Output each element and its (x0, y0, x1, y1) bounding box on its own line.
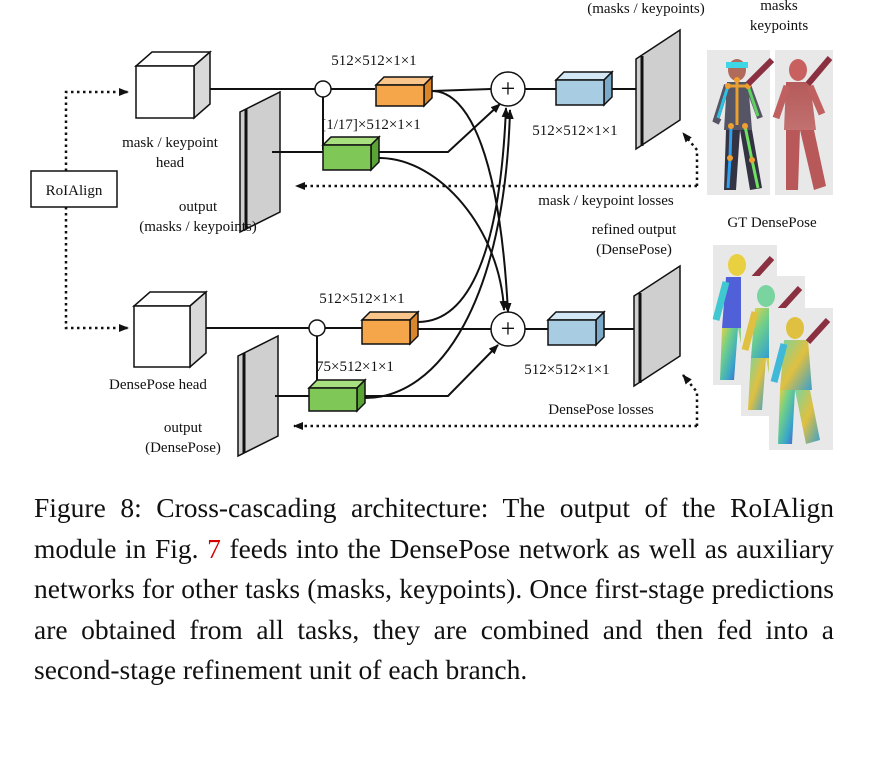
roialign-module: RoIAlign (30, 170, 118, 208)
junction-circle-bottom (308, 319, 326, 337)
blue-refine-block-bottom (546, 310, 606, 347)
figure-reference-link[interactable]: 7 (207, 532, 221, 564)
caption-prefix: Figure 8: Cross-cascading architecture: … (34, 492, 834, 564)
refined-output-label-bottom-line2: (DensePose) (596, 242, 672, 258)
refined-output-label-bottom-line1: refined output (592, 222, 677, 238)
orange-conv-block (374, 75, 434, 108)
output-label-bottom-line1: output (164, 420, 203, 436)
green-conv-block (321, 135, 381, 172)
densepose-head-cube (132, 290, 208, 369)
top-connectors (378, 88, 512, 313)
gt-masks-label: masks (760, 0, 798, 14)
head-label-line1: mask / keypoint (122, 135, 219, 151)
output-label-line2: (masks / keypoints) (139, 219, 257, 235)
bottom-connectors (364, 107, 514, 399)
gt-keypoints-image (707, 50, 775, 195)
output-label-line1: output (179, 199, 218, 215)
refined-output-label: (masks / keypoints) (587, 1, 705, 17)
refined-output-panel (635, 28, 681, 151)
top-loss-arrows (295, 132, 699, 190)
refined-output-panel-bottom (633, 264, 681, 388)
mask-keypoint-head-cube (134, 50, 212, 120)
roialign-connectors (64, 88, 129, 332)
bottom-losses-label: DensePose losses (548, 402, 654, 418)
orange-conv-block-bottom (360, 310, 420, 346)
orange-dim-label-bottom: 512×512×1×1 (319, 291, 404, 307)
orange-dim-label: 512×512×1×1 (331, 53, 416, 69)
green-dim-label-bottom: 75×512×1×1 (316, 359, 394, 375)
densepose-head-label: DensePose head (109, 377, 207, 393)
figure-caption: Figure 8: Cross-cascading architecture: … (34, 488, 834, 691)
green-dim-label: [1/17]×512×1×1 (321, 117, 421, 133)
bottom-loss-arrows (293, 374, 699, 430)
svg-text:+: + (501, 314, 516, 343)
blue-dim-label: 512×512×1×1 (532, 123, 617, 139)
cross-cascading-diagram: RoIAlign mask / keypoint head 512×512×1×… (30, 0, 833, 458)
first-stage-output-panel (239, 90, 281, 234)
blue-dim-label-bottom: 512×512×1×1 (524, 362, 609, 378)
green-conv-block-bottom (307, 378, 367, 413)
gt-densepose-label: GT DensePose (727, 215, 817, 231)
svg-text:+: + (501, 74, 516, 103)
output-label-bottom-line2: (DensePose) (145, 440, 221, 456)
top-losses-label: mask / keypoint losses (538, 193, 674, 209)
roialign-label: RoIAlign (46, 183, 103, 199)
gt-mask-image (772, 50, 833, 195)
caption-suffix: feeds into the DensePose network as well… (34, 532, 835, 686)
head-label-line2: head (156, 155, 185, 171)
first-stage-output-panel-bottom (237, 334, 279, 458)
gt-densepose-images (712, 245, 833, 450)
blue-refine-block (554, 70, 614, 107)
junction-circle (314, 80, 332, 98)
gt-keypoints-label: keypoints (750, 18, 808, 34)
